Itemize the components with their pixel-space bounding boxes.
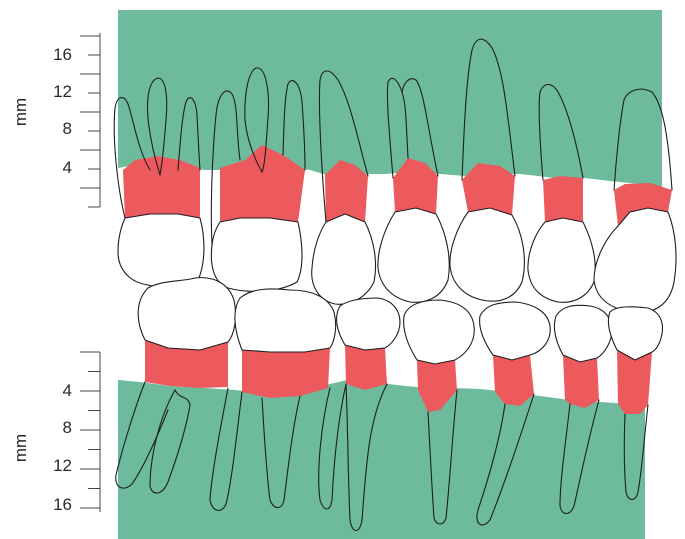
lower-crown [554, 305, 612, 362]
upper-scale-label-16: 16 [53, 45, 72, 64]
lower-exposed-root [563, 355, 599, 408]
upper-unit-label: mm [11, 98, 30, 126]
lower-scale-label-8: 8 [63, 418, 72, 437]
upper-crown [528, 218, 595, 302]
upper-crown [312, 214, 376, 304]
lower-crown [235, 289, 336, 352]
upper-scale-label-12: 12 [53, 82, 72, 101]
lower-crown [138, 278, 235, 350]
lower-unit-label: mm [11, 434, 30, 462]
upper-scale-label-8: 8 [63, 119, 72, 138]
lower-scale-label-12: 12 [53, 456, 72, 475]
upper-crown [118, 214, 204, 288]
lower-scale: 4 8 12 16 mm [11, 352, 100, 514]
lower-gingiva [118, 378, 645, 539]
upper-crown [211, 218, 302, 291]
upper-crown [378, 208, 449, 302]
lower-scale-label-16: 16 [53, 495, 72, 514]
lower-crown [337, 298, 400, 350]
lower-exposed-root [242, 348, 330, 398]
lower-crown [608, 307, 662, 360]
lower-scale-label-4: 4 [63, 381, 72, 400]
upper-crown [594, 208, 676, 312]
upper-scale-label-4: 4 [63, 158, 72, 177]
lower-exposed-root [345, 345, 387, 390]
lower-crown [404, 300, 475, 364]
upper-exposed-root [543, 176, 583, 222]
upper-scale: 16 12 8 4 mm [11, 33, 100, 207]
upper-crown [450, 208, 524, 301]
lower-crown [480, 302, 551, 360]
